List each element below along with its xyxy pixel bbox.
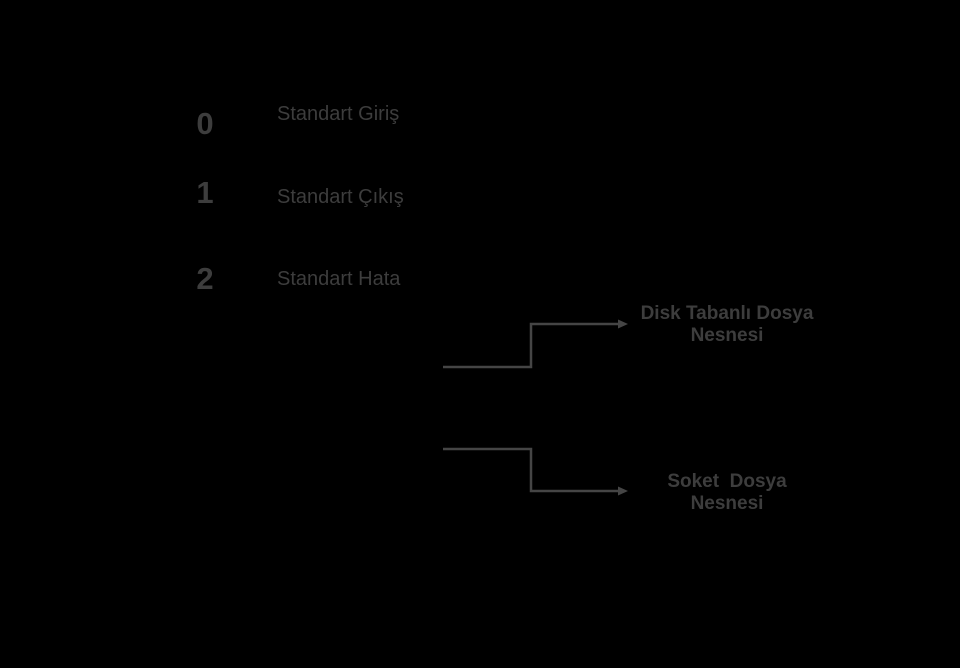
arrowhead-icon (618, 319, 628, 329)
fd-label-standard-input: Standart Giriş (277, 103, 400, 125)
fd-number-1: 1 (196, 175, 214, 210)
fd-number-2: 2 (196, 261, 214, 296)
fd-number-0: 0 (196, 106, 214, 141)
socket-file-object-label: Soket Dosya Nesnesi (667, 471, 787, 514)
fd-label-standard-output: Standart Çıkış (277, 186, 404, 208)
disk-file-object-label: Disk Tabanlı Dosya Nesnesi (640, 303, 814, 346)
connector-to-disk-line (443, 322, 618, 369)
fd-label-standard-error: Standart Hata (277, 268, 401, 290)
arrowhead-icon (618, 486, 628, 496)
connector-to-disk-file-object (443, 319, 628, 369)
connector-to-socket-file-object (443, 447, 628, 496)
connector-to-socket-line (443, 447, 618, 493)
